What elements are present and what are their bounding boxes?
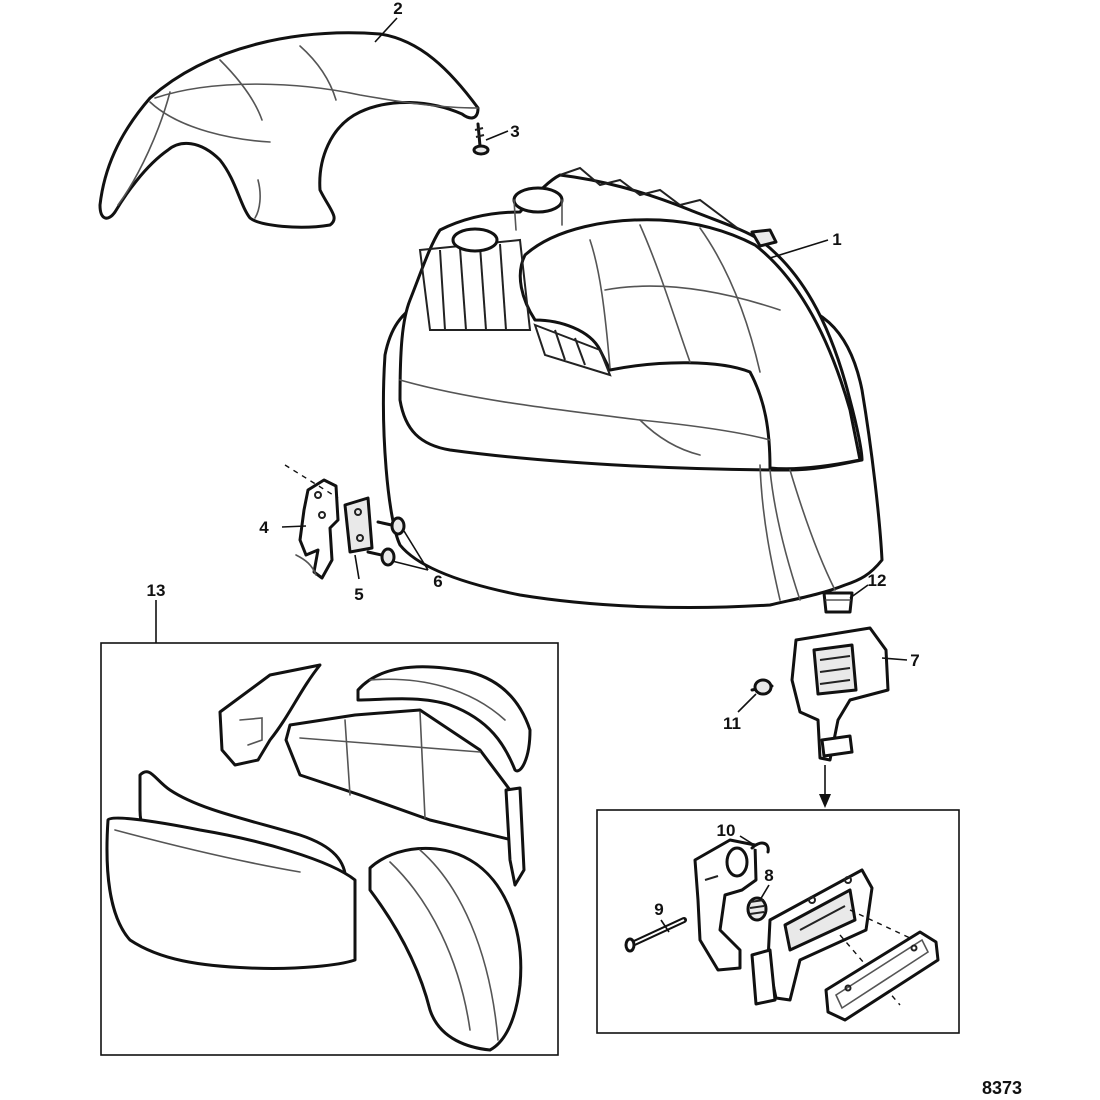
leader-lines (155, 17, 908, 933)
callout-13: 13 (147, 581, 166, 600)
callout-10: 10 (717, 821, 736, 840)
top-cowl-cap (98, 31, 480, 229)
bolts-pair (366, 516, 406, 567)
top-cowl-assembly (381, 166, 884, 610)
callout-4: 4 (259, 518, 269, 537)
detail-arrow-head (819, 794, 831, 808)
callout-6: 6 (433, 572, 442, 591)
callout-11: 11 (723, 714, 741, 733)
callout-7: 7 (910, 651, 919, 670)
callout-1: 1 (832, 230, 841, 249)
figure-number: 8373 (982, 1078, 1022, 1098)
callout-5: 5 (354, 585, 363, 604)
cap-screw (472, 122, 490, 156)
callout-9: 9 (654, 900, 663, 919)
small-clip (822, 591, 854, 614)
latch-detail-box (596, 809, 960, 1034)
latch-internals (624, 838, 940, 1022)
callout-3: 3 (510, 122, 519, 141)
panel-kit-box (100, 642, 559, 1056)
side-panel-kit (105, 663, 532, 1052)
spring (746, 896, 768, 922)
pin (624, 917, 687, 953)
latch-plate (343, 496, 374, 554)
latch-housing (790, 626, 890, 762)
callout-2: 2 (393, 0, 402, 18)
callout-12: 12 (868, 571, 887, 590)
latch-bracket (295, 478, 340, 580)
housing-screw (750, 678, 774, 696)
callout-8: 8 (764, 866, 773, 885)
